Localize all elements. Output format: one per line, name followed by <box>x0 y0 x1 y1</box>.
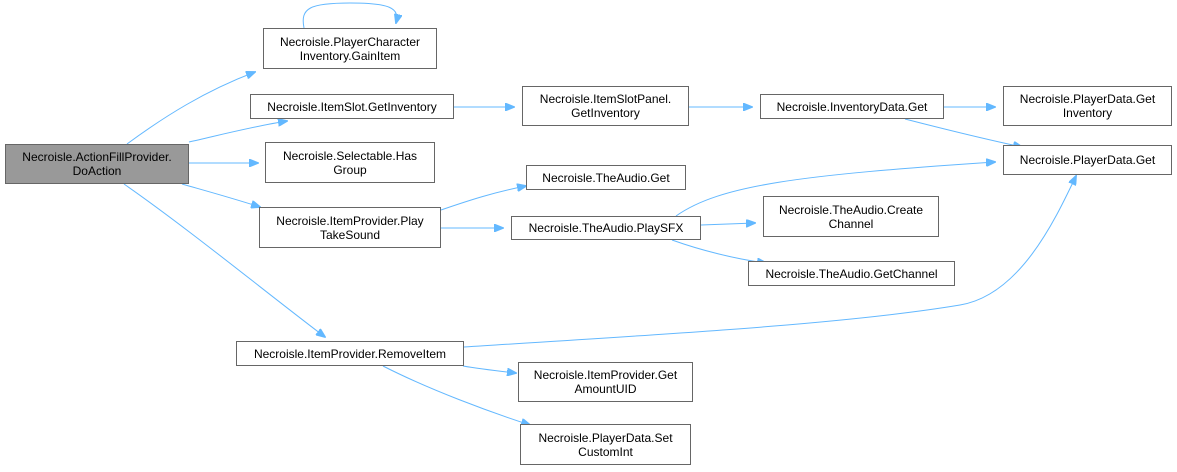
edge-n1-to-n2 <box>126 72 255 145</box>
node-label-line: Necroisle.ItemSlotPanel. <box>539 92 672 106</box>
node-label-line: Necroisle.PlayerData.Set <box>538 430 673 445</box>
edge-n12-to-n16 <box>904 118 1022 147</box>
edge-n5-to-n8 <box>440 186 526 211</box>
edge-n6-to-n16 <box>463 176 1076 348</box>
graph-node[interactable]: Necroisle.ItemSlotPanel.GetInventory <box>522 86 689 126</box>
node-label-line: Necroisle.TheAudio.GetChannel <box>765 266 938 281</box>
node-label-line: Necroisle.ItemSlot.GetInventory <box>267 99 437 114</box>
node-label-line: DoAction <box>72 164 122 178</box>
node-label-line: Group <box>333 162 367 177</box>
node-label-line: Necroisle.ItemProvider.Get <box>533 368 678 382</box>
edge-n9-to-n13 <box>700 223 755 225</box>
edge-n9-to-n14 <box>671 239 766 263</box>
edge-n6-to-n11 <box>382 365 530 425</box>
graph-node[interactable]: Necroisle.ItemSlot.GetInventory <box>250 94 454 119</box>
graph-node[interactable]: Necroisle.PlayerData.Get <box>1003 145 1172 175</box>
edge-n9-to-n16 <box>675 162 995 217</box>
node-label-line: Necroisle.TheAudio.Get <box>542 170 670 185</box>
node-label-line: Inventory <box>1062 106 1113 120</box>
node-label-line: Necroisle.TheAudio.Create <box>778 202 924 217</box>
graph-node[interactable]: Necroisle.InventoryData.Get <box>760 94 944 119</box>
graph-node[interactable]: Necroisle.TheAudio.Get <box>526 165 686 190</box>
edge-n6-to-n10 <box>462 365 516 373</box>
node-label-line: Necroisle.PlayerData.Get <box>1019 92 1156 106</box>
node-label-line: GetInventory <box>571 106 640 120</box>
edge-n1-to-n6 <box>123 183 325 337</box>
node-label-line: Necroisle.TheAudio.PlaySFX <box>528 221 684 235</box>
node-label-line: Necroisle.ItemProvider.Play <box>276 213 424 228</box>
edge-n2-to-n2 <box>302 2 397 29</box>
node-label-line: Inventory.GainItem <box>299 48 401 63</box>
node-label-line: Channel <box>828 216 874 231</box>
graph-node[interactable]: Necroisle.ItemProvider.RemoveItem <box>236 341 464 366</box>
graph-node[interactable]: Necroisle.TheAudio.PlaySFX <box>511 216 701 240</box>
node-label-line: AmountUID <box>574 382 637 396</box>
node-label-line: Necroisle.PlayerCharacter <box>279 34 421 49</box>
node-label-line: Necroisle.ItemProvider.RemoveItem <box>253 346 447 361</box>
edge-n1-to-n3 <box>188 121 287 143</box>
graph-node[interactable]: Necroisle.TheAudio.GetChannel <box>748 261 955 286</box>
node-label-line: CustomInt <box>578 444 633 459</box>
node-label-line: Necroisle.PlayerData.Get <box>1019 153 1156 167</box>
graph-node: Necroisle.ActionFillProvider.DoAction <box>5 144 189 184</box>
node-label-line: Necroisle.InventoryData.Get <box>776 99 928 114</box>
node-label-line: Necroisle.ActionFillProvider. <box>22 150 172 164</box>
node-label-line: Necroisle.Selectable.Has <box>282 148 418 163</box>
edge-n1-to-n5 <box>181 183 260 207</box>
node-label-line: TakeSound <box>319 227 381 242</box>
